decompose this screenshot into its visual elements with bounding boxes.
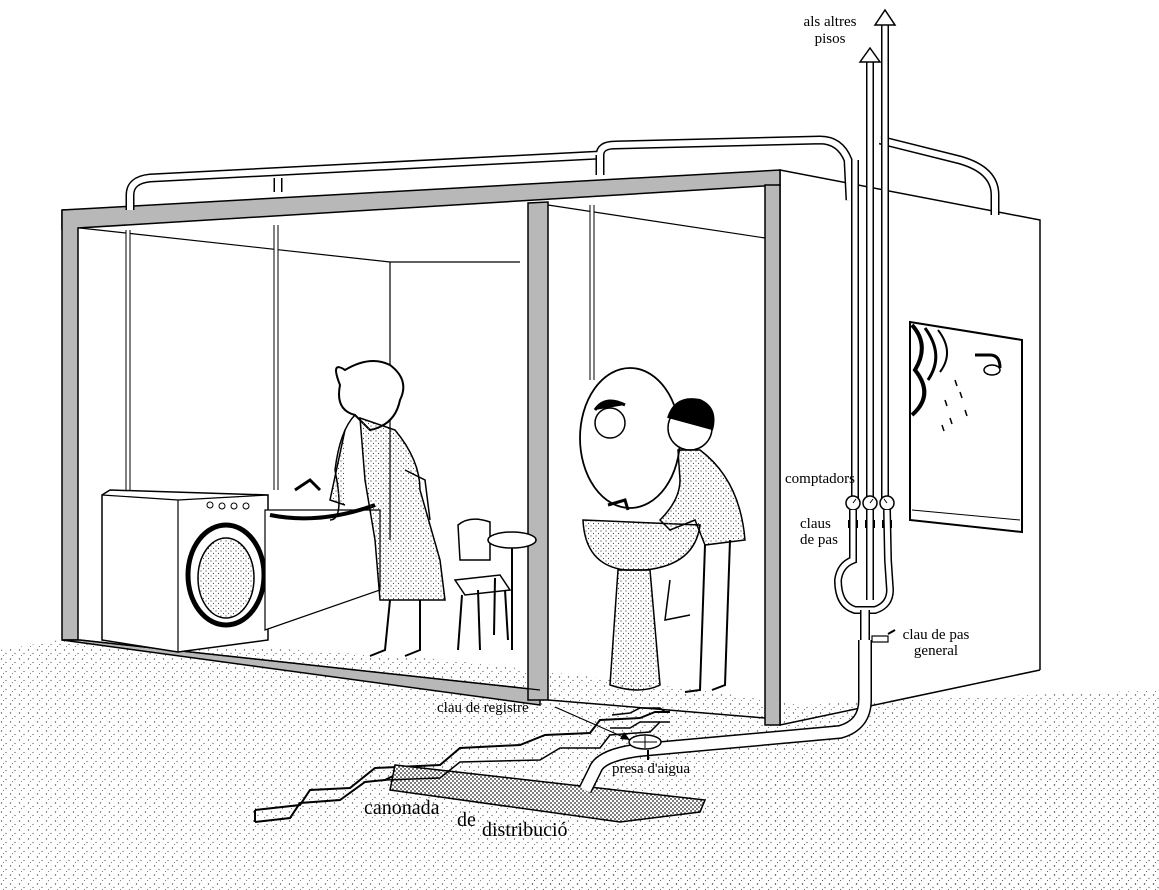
shower-window (910, 322, 1022, 532)
ground (0, 640, 1159, 890)
label-water-intake: presa d'aigua (612, 762, 690, 777)
risers (855, 25, 885, 500)
label-to-other-floors: als altres pisos (800, 15, 860, 47)
arrow-up-icon (860, 48, 880, 62)
pedestal-sink-icon (583, 500, 700, 690)
label-main-stopcock: clau de pas general (896, 628, 976, 659)
woman-figure (330, 361, 445, 656)
label-distribution-pipe-1: canonada (364, 798, 440, 818)
water-meter-icon (846, 496, 894, 510)
manifold (838, 510, 890, 640)
arrow-up-icon (875, 10, 895, 25)
label-to-other-floors-line2: pisos (800, 32, 860, 47)
label-distribution-pipe-3: distribució (482, 820, 568, 840)
label-stopcocks: claus de pas (800, 517, 838, 548)
mirror-icon (580, 368, 680, 508)
label-distribution-pipe-2: de (457, 810, 476, 830)
label-stopcocks-line1: claus (800, 517, 838, 532)
label-main-stopcock-line2: general (896, 644, 976, 659)
sink-icon (265, 480, 380, 630)
label-meters: comptadors (785, 472, 855, 487)
label-stopcocks-line2: de pas (800, 533, 838, 548)
label-main-stopcock-line1: clau de pas (896, 628, 976, 643)
label-register-valve: clau de registre (437, 701, 529, 716)
label-to-other-floors-line1: als altres (800, 15, 860, 30)
washing-machine-icon (102, 490, 268, 652)
main-valve-icon (872, 630, 895, 642)
